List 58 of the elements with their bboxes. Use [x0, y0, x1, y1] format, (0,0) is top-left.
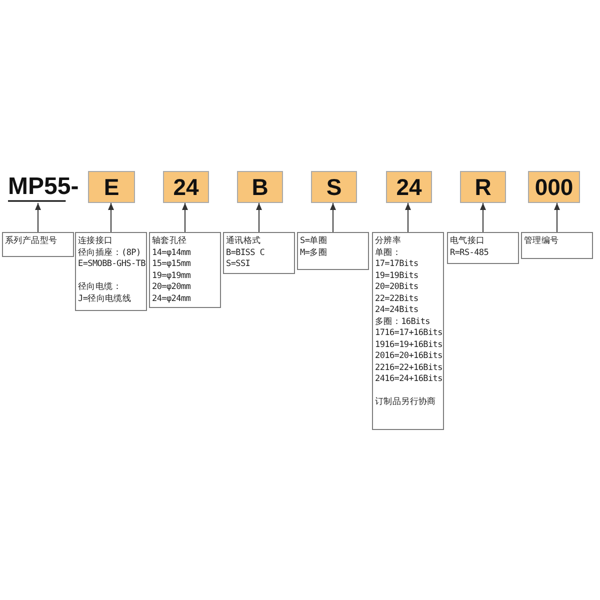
box-heading: 轴套孔径 — [152, 236, 188, 248]
option-text: 单圈： — [375, 248, 402, 259]
option-text: R=RS-485 — [450, 248, 490, 259]
option-text: M=多圈 — [300, 248, 328, 259]
option-text: S=SSI — [226, 259, 252, 270]
option-text: 24=φ24mm — [152, 294, 192, 305]
box-heading: 管理编号 — [524, 236, 560, 248]
description-box — [2, 232, 74, 257]
box-heading: 分辨率 — [375, 236, 402, 248]
arrow — [405, 202, 411, 232]
option-text: 17=17Bits — [375, 259, 420, 270]
option-text: 19=19Bits — [375, 270, 420, 282]
description-box — [521, 232, 593, 259]
code-box: 24 — [163, 171, 209, 203]
description-box — [149, 232, 221, 308]
arrow — [330, 202, 336, 232]
arrow — [480, 202, 486, 232]
description-box — [297, 232, 369, 270]
arrow — [182, 202, 188, 232]
option-text: 2016=20+16Bits — [375, 351, 443, 362]
option-text: E=SMOBB-GHS-TB — [78, 259, 146, 270]
code-box: B — [237, 171, 283, 203]
option-text: J=径向电缆线 — [78, 294, 132, 305]
arrow — [108, 202, 114, 232]
description-box — [372, 232, 444, 430]
arrow — [35, 202, 41, 232]
description-box — [447, 232, 519, 264]
option-text: 2416=24+16Bits — [375, 374, 443, 386]
option-text: 24=24Bits — [375, 305, 420, 316]
code-box: R — [460, 171, 506, 203]
option-text: 径向插座：(8P) — [78, 248, 142, 259]
option-text: B=BISS C — [226, 248, 266, 259]
option-text: 1916=19+16Bits — [375, 340, 443, 351]
option-text: 20=20Bits — [375, 282, 420, 294]
box-heading: 连接接口 — [78, 236, 114, 248]
arrow — [256, 202, 262, 232]
description-box — [75, 232, 147, 311]
code-box: 000 — [528, 171, 580, 203]
code-box: E — [88, 171, 135, 203]
option-text: 订制品另行协商 — [375, 397, 437, 408]
box-heading: 通讯格式 — [226, 236, 262, 248]
option-text: 径向电缆： — [78, 282, 123, 294]
option-text: 15=φ15mm — [152, 259, 192, 270]
description-box — [223, 232, 295, 274]
option-text: 22=22Bits — [375, 294, 420, 305]
box-heading: 电气接口 — [450, 236, 486, 248]
arrow — [554, 202, 560, 232]
option-text: 14=φ14mm — [152, 248, 192, 259]
code-box: 24 — [386, 171, 432, 203]
option-text: 19=φ19mm — [152, 270, 192, 282]
box-heading: 系列产品型号 — [5, 236, 58, 248]
option-text: 1716=17+16Bits — [375, 328, 443, 340]
code-box: S — [311, 171, 357, 203]
model-code: MP55- — [8, 171, 79, 203]
option-text: S=单圈 — [300, 236, 328, 248]
option-text: 多圈：16Bits — [375, 316, 432, 328]
option-text: 20=φ20mm — [152, 282, 192, 294]
option-text: 2216=22+16Bits — [375, 362, 443, 374]
